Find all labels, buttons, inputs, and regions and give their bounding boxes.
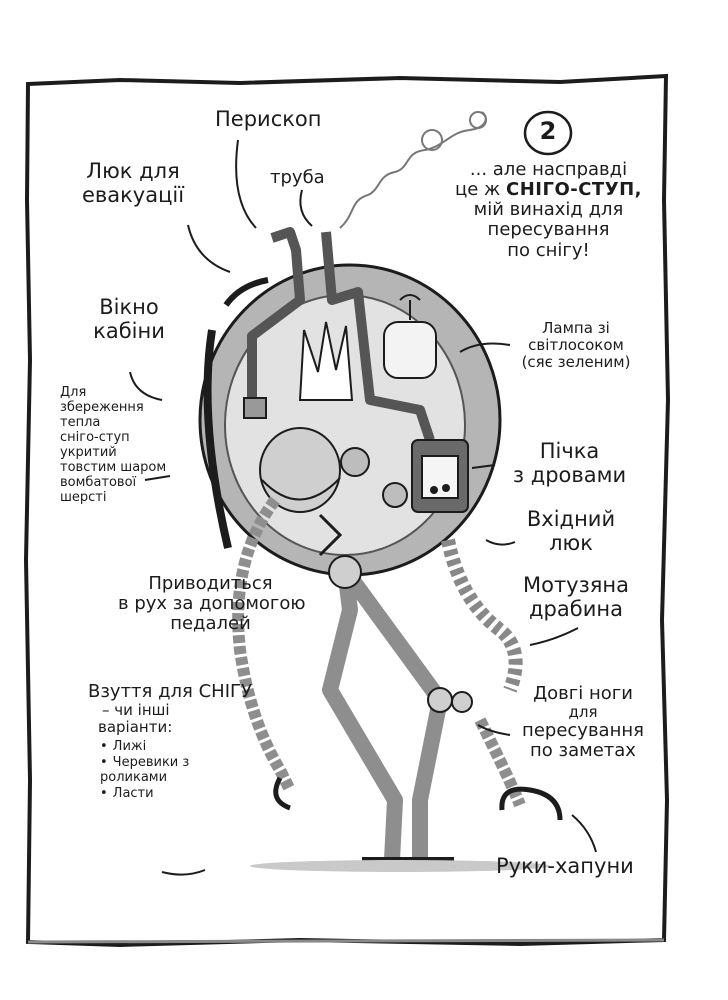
label-wool: Для збереження тепла сніго-ступ укритий … xyxy=(60,385,167,505)
label-escape-hatch: Люк для евакуації xyxy=(81,159,185,207)
snow-shoe-options: Лижі Черевики з роликами Ласти xyxy=(88,739,252,802)
driver xyxy=(259,427,341,513)
lamp xyxy=(383,321,437,379)
grabber-arm-left xyxy=(232,496,296,793)
escape-hatch xyxy=(223,277,269,307)
label-entry-hatch: Вхідний люк xyxy=(526,507,616,555)
page-number-circle xyxy=(523,110,573,156)
long-leg-right xyxy=(338,565,448,860)
option-skis: Лижі xyxy=(100,739,252,755)
grabber-arm-right xyxy=(474,717,526,808)
periscope xyxy=(247,227,305,400)
label-pipe: труба xyxy=(270,167,325,188)
page-number: 2 xyxy=(539,117,557,145)
label-grabber-arms: Руки-хапуни xyxy=(496,854,634,878)
rope-ladder xyxy=(441,538,523,693)
cabin-window-frame xyxy=(203,329,232,549)
label-rope-ladder: Мотузяна драбина xyxy=(522,573,630,621)
pedal-gear xyxy=(340,447,370,477)
option-flippers: Ласти xyxy=(100,787,252,802)
crown xyxy=(298,321,354,401)
label-long-legs: Довгі ноги для пересування по заметах xyxy=(522,683,644,762)
label-pedals: Приводиться в рух за допомогою педалей xyxy=(118,573,306,635)
option-roller-boots: Черевики з роликами xyxy=(100,755,210,785)
smoke xyxy=(339,111,487,229)
label-cabin-window: Вікно кабіни xyxy=(93,295,165,343)
label-periscope: Перископ xyxy=(215,107,322,131)
label-stove: Пічка з дровами xyxy=(512,439,627,487)
chimney-pipe xyxy=(321,231,435,442)
intro-text: ... але насправді це ж СНІГО-СТУП, мій в… xyxy=(455,159,642,261)
label-snow-shoes: Взуття для СНІГУ – чи інші варіанти: Лиж… xyxy=(88,681,252,804)
label-lamp: Лампа зі світлосоком (сяє зеленим) xyxy=(521,319,631,371)
long-leg-left xyxy=(322,569,403,861)
